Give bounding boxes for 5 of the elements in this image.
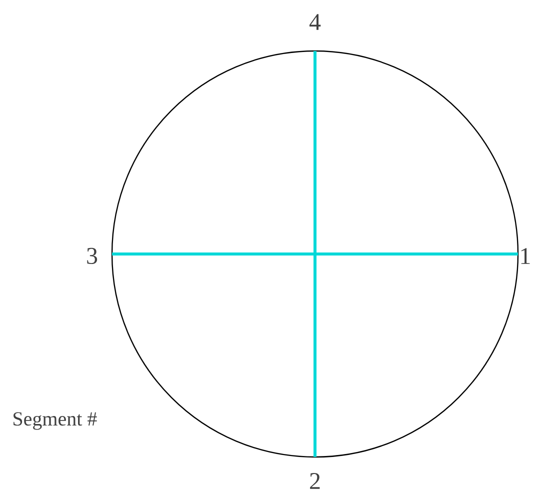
segment-number: 3 [87,248,98,264]
segment-number: 4 [309,14,321,30]
segment-number: 1 [521,248,530,264]
axis-caption: Segment # [14,412,97,430]
segment-number: 2 [310,473,320,489]
